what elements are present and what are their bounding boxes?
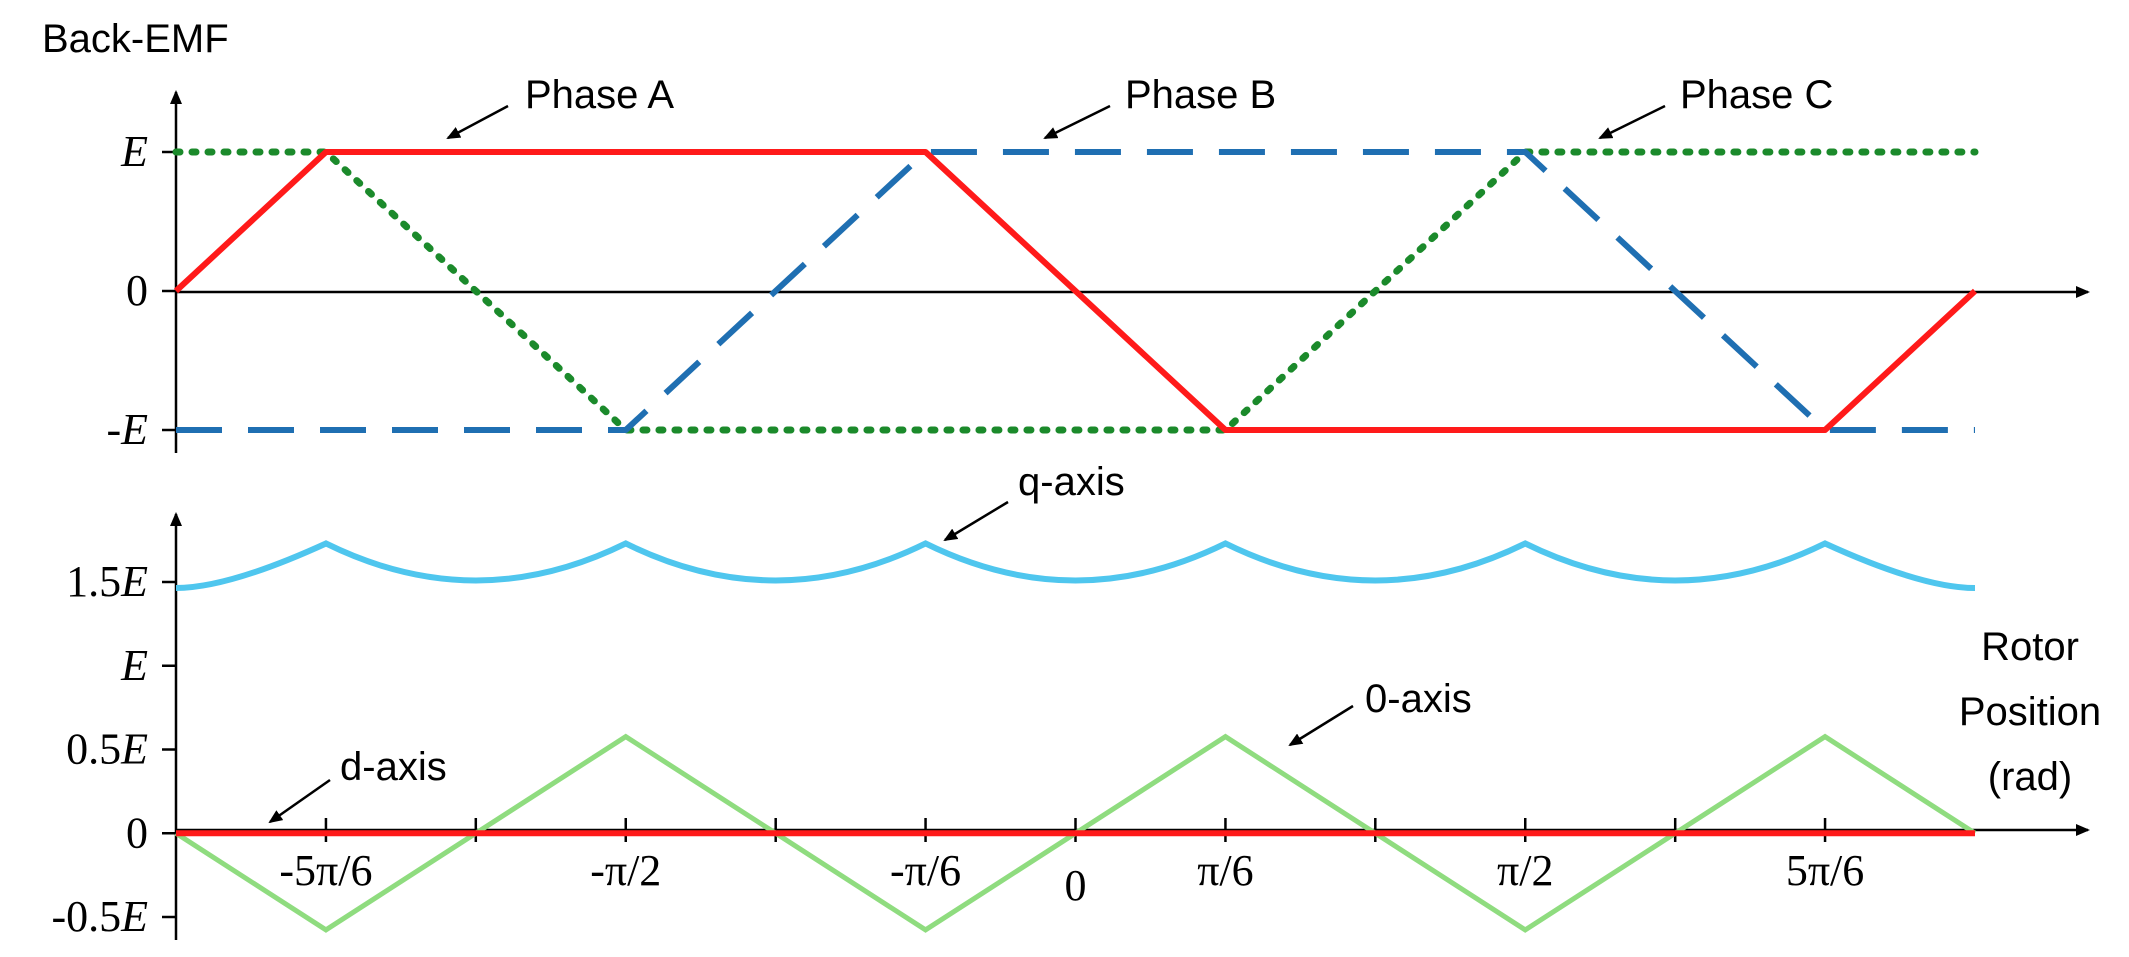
x-tick-label: π/2 [1497,846,1553,895]
top-y-tick-label: 0 [126,266,148,315]
x-tick-label: -π/2 [590,846,661,895]
bottom-x-ticks: -5π/6 -π/2 -π/6 0 π/6 π/2 5π/6 [279,818,1864,910]
bottom-y-tick-label: 1.5E [66,557,148,606]
zero-axis-annotation: 0-axis [1365,677,1472,721]
phase-b-pointer [1043,104,1111,140]
bottom-y-tick-label: 0.5E [66,725,148,774]
bottom-y-tick-label: E [120,641,148,690]
bottom-y-tick-label: -0.5E [51,892,148,941]
x-axis-label-line-2: Position [1959,690,2101,734]
d-axis-annotation: d-axis [340,745,447,789]
x-tick-label: -π/6 [890,846,961,895]
top-y-tick-label: -E [106,405,148,454]
top-y-tick-label: E [120,127,148,176]
phase-b-line [176,149,1975,433]
q-axis-annotation: q-axis [1018,460,1125,504]
zero-axis-pointer [1288,704,1354,747]
x-tick-label: π/6 [1197,846,1253,895]
bottom-series-group [174,540,1977,933]
phase-c-line [172,148,1979,434]
x-tick-label: -5π/6 [279,846,372,895]
bottom-y-tick-label: 0 [126,808,148,857]
phase-a-line [173,149,1978,433]
top-series-group [172,148,1979,434]
phase-a-pointer [446,104,509,140]
phase-b-annotation: Phase B [1125,73,1276,117]
x-tick-label: 5π/6 [1786,846,1864,895]
q-axis-line [175,540,1976,591]
phase-a-annotation: Phase A [525,73,674,117]
top-y-axis-label: Back-EMF [42,17,229,61]
x-axis-label-line-1: Rotor [1981,625,2079,669]
x-tick-label: 0 [1065,861,1087,910]
phase-c-annotation: Phase C [1680,73,1833,117]
d-axis-pointer [268,778,331,824]
x-axis-label-line-3: (rad) [1988,755,2072,799]
top-y-ticks: E 0 -E [106,127,176,454]
q-axis-pointer [943,500,1009,542]
phase-c-pointer [1598,104,1666,140]
bottom-y-ticks: 1.5E E 0.5E 0 -0.5E [51,557,176,941]
